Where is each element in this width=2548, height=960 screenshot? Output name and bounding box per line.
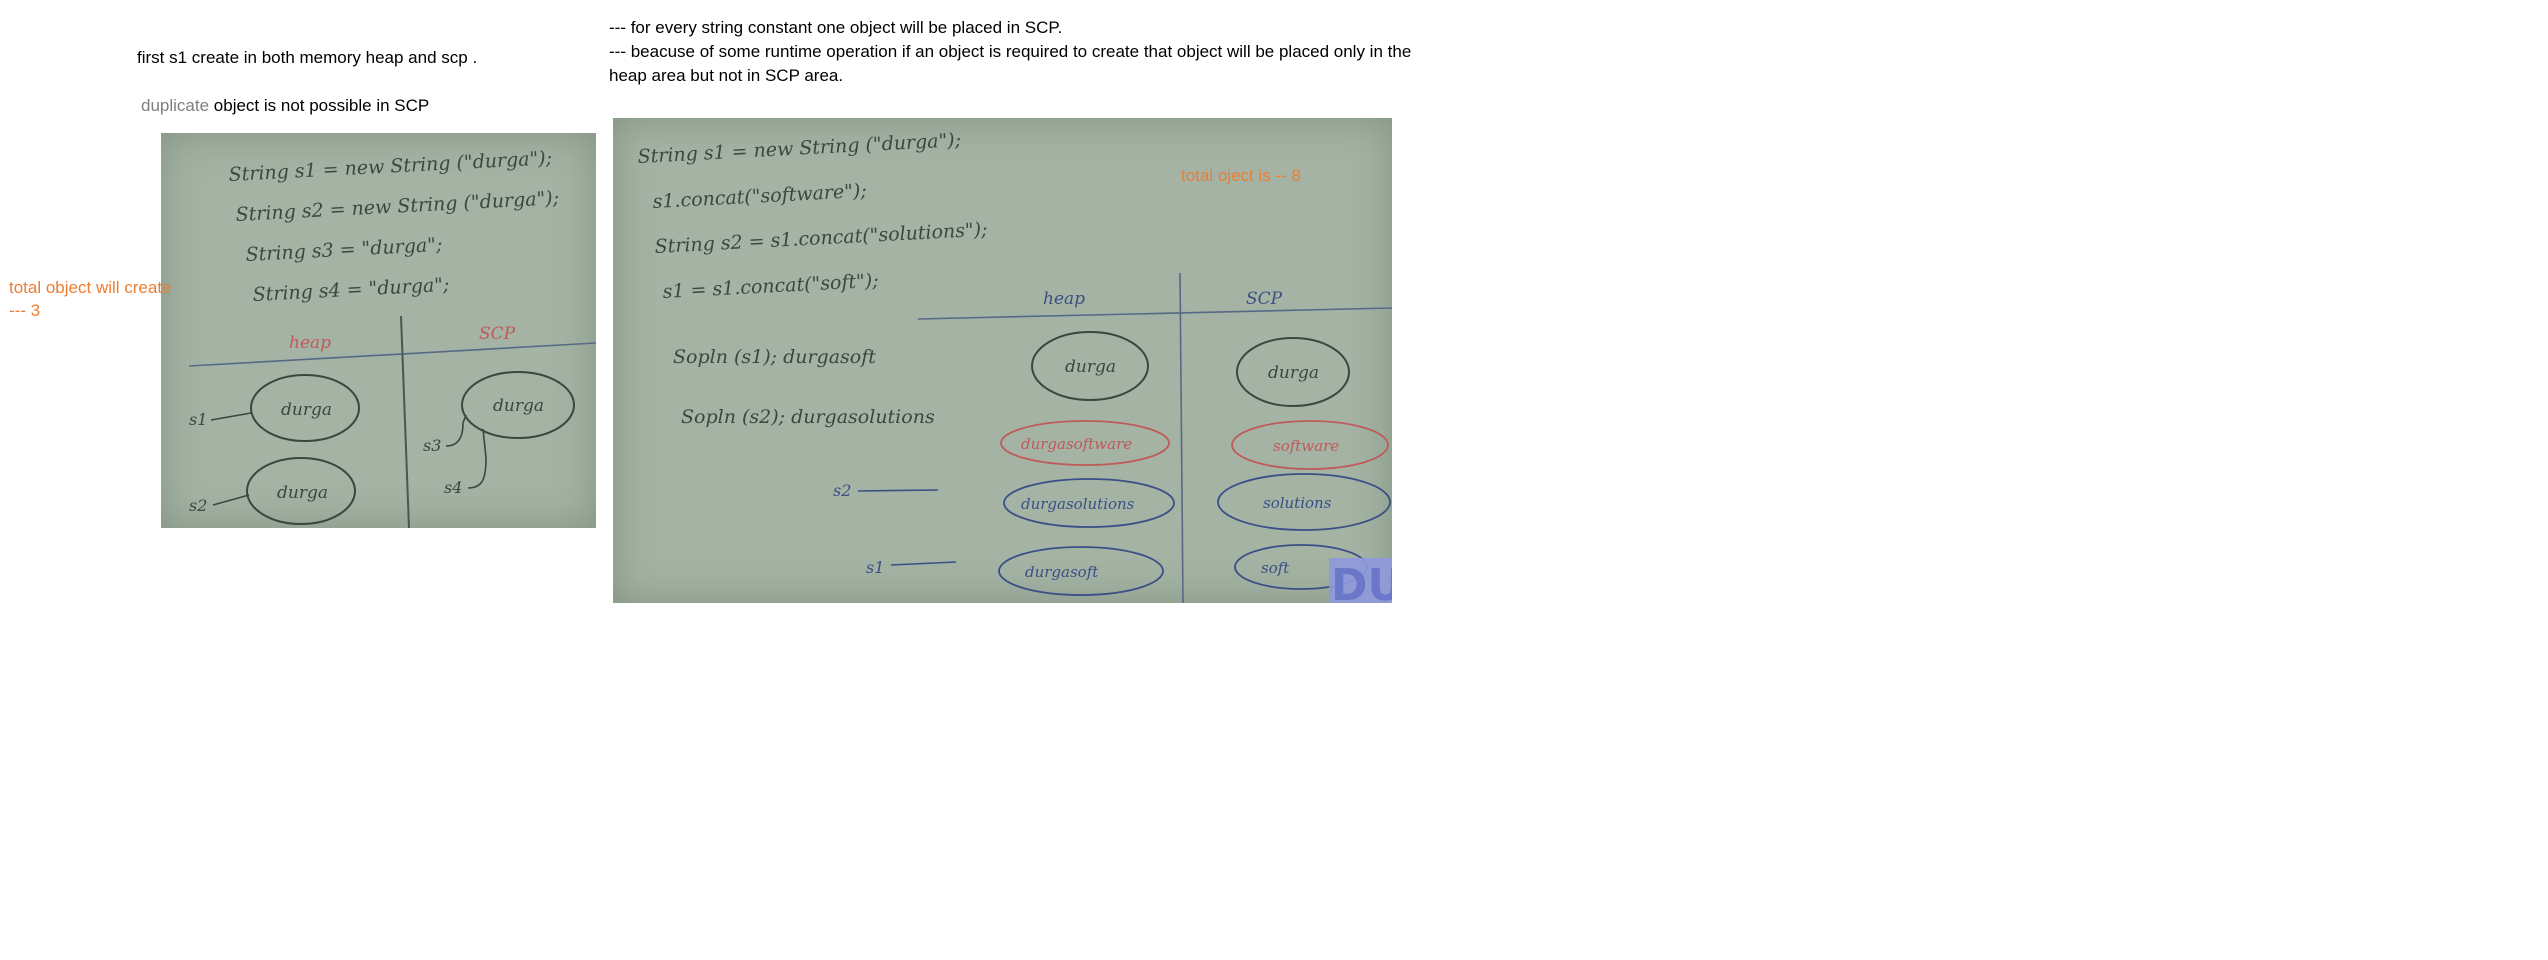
b2-divider-h bbox=[917, 307, 1392, 320]
note-duplicate: duplicate object is not possible in SCP bbox=[141, 94, 429, 118]
b1-ref-s2: s2 bbox=[189, 496, 207, 515]
b1-code-2: String s2 = new String ("durga"); bbox=[235, 187, 560, 226]
note-line-3: heap area but not in SCP area. bbox=[609, 66, 844, 85]
b1-code-1: String s1 = new String ("durga"); bbox=[228, 147, 553, 186]
b1-heap-obj-2 bbox=[246, 457, 356, 525]
b2-heap-obj-solutions bbox=[1003, 478, 1175, 528]
b2-sopln-2: Sopln (s2); durgasolutions bbox=[681, 406, 935, 428]
whiteboard-image-2: String s1 = new String ("durga"); s1.con… bbox=[613, 118, 1392, 603]
whiteboard-1-drawing: String s1 = new String ("durga"); String… bbox=[188, 147, 596, 528]
b2-scp-obj-durga-label: durga bbox=[1268, 363, 1319, 383]
total-object-line-1: total object will create bbox=[9, 278, 172, 297]
b1-heap-label: heap bbox=[289, 333, 331, 353]
whiteboard-2-drawing: String s1 = new String ("durga"); s1.con… bbox=[637, 129, 1392, 603]
b1-divider-v bbox=[400, 315, 410, 528]
b2-heap-obj-durga-label: durga bbox=[1065, 357, 1116, 377]
b2-scp-obj-durga bbox=[1236, 337, 1350, 407]
whiteboard-image-1: String s1 = new String ("durga"); String… bbox=[161, 133, 596, 528]
b1-scp-label: SCP bbox=[479, 324, 516, 344]
b2-ref-s1: s1 bbox=[866, 558, 884, 577]
b2-watermark-box bbox=[1329, 558, 1392, 603]
note-string-constant: --- for every string constant one object… bbox=[609, 16, 1411, 88]
b1-scp-obj-1 bbox=[461, 371, 575, 439]
b2-code-3: String s2 = s1.concat("solutions"); bbox=[654, 219, 988, 258]
b2-scp-obj-software-label: software bbox=[1273, 437, 1339, 455]
b1-heap-obj-2-label: durga bbox=[277, 483, 328, 503]
b2-watermark: DU bbox=[1331, 560, 1392, 603]
b2-scp-obj-solutions-label: solutions bbox=[1263, 494, 1332, 512]
b2-scp-obj-soft-label: soft bbox=[1261, 559, 1290, 577]
b1-ref-s1: s1 bbox=[189, 410, 207, 429]
b2-arrow-s2 bbox=[857, 489, 939, 492]
note-heap-scp: first s1 create in both memory heap and … bbox=[137, 46, 477, 70]
total-object-note-left: total object will create --- 3 bbox=[9, 276, 172, 322]
b2-scp-obj-software bbox=[1231, 420, 1389, 470]
note-heap-scp-text: first s1 create in both memory heap and … bbox=[137, 48, 478, 67]
b1-code-4: String s4 = "durga"; bbox=[252, 274, 450, 306]
b2-heap-label: heap bbox=[1043, 289, 1085, 309]
b1-heap-obj-1-label: durga bbox=[281, 400, 332, 420]
b1-arrow-s1 bbox=[210, 412, 252, 421]
b2-code-2: s1.concat("software"); bbox=[652, 180, 867, 213]
b2-divider-v bbox=[1179, 272, 1184, 603]
b2-heap-obj-software-label: durgasoftware bbox=[1021, 435, 1132, 453]
b2-heap-obj-soft bbox=[998, 546, 1164, 596]
b2-heap-obj-software bbox=[1000, 420, 1170, 466]
note-line-1: --- for every string constant one object… bbox=[609, 18, 1063, 37]
b2-arrow-s1 bbox=[890, 561, 957, 566]
b2-scp-obj-solutions bbox=[1217, 473, 1391, 531]
b1-ref-s4: s4 bbox=[444, 478, 462, 497]
b1-arrow-s3 bbox=[445, 414, 467, 447]
b2-scp-label: SCP bbox=[1246, 289, 1283, 309]
total-object-line-2: --- 3 bbox=[9, 301, 41, 320]
note-line-2: --- beacuse of some runtime operation if… bbox=[609, 42, 1412, 61]
b2-code-4: s1 = s1.concat("soft"); bbox=[662, 270, 879, 303]
b1-code-3: String s3 = "durga"; bbox=[245, 234, 443, 266]
b2-heap-obj-solutions-label: durgasolutions bbox=[1021, 495, 1135, 513]
note-duplicate-word: duplicate bbox=[141, 96, 210, 115]
b1-arrow-s4 bbox=[467, 428, 487, 489]
b1-ref-s3: s3 bbox=[423, 436, 441, 455]
b1-scp-obj-1-label: durga bbox=[493, 396, 544, 416]
b2-heap-obj-soft-label: durgasoft bbox=[1025, 563, 1099, 581]
total-object-note-right: total oject is -- 8 bbox=[1181, 166, 1301, 185]
b1-arrow-s2 bbox=[212, 494, 250, 506]
b2-code-1: String s1 = new String ("durga"); bbox=[637, 129, 962, 168]
b1-heap-obj-1 bbox=[250, 374, 360, 442]
b2-heap-obj-durga bbox=[1031, 331, 1149, 401]
b2-ref-s2: s2 bbox=[833, 481, 851, 500]
b2-sopln-1: Sopln (s1); durgasoft bbox=[673, 346, 876, 368]
note-duplicate-rest: object is not possible in SCP bbox=[209, 96, 430, 115]
b1-divider-h bbox=[188, 342, 596, 367]
